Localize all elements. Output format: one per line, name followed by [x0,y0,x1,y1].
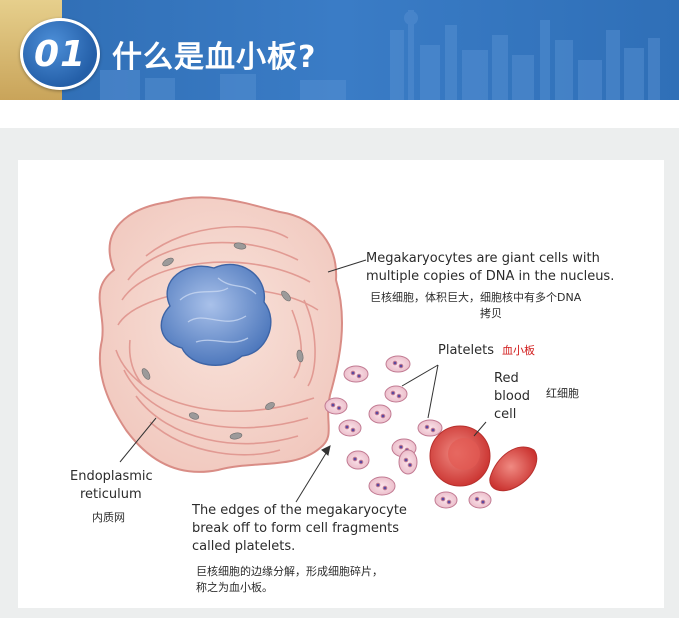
illustration-card: Megakaryocytes are giant cells with mult… [18,160,664,608]
edges-label-en-1: The edges of the megakaryocyte [192,502,407,520]
platelets-label-zh: 血小板 [502,343,535,359]
megakaryocyte-label-en-1: Megakaryocytes are giant cells with [366,250,600,268]
rbc-label-zh: 红细胞 [546,386,579,402]
platelets-label-en: Platelets [438,342,494,360]
section-number: 01 [34,34,86,75]
rbc-label-en-2: blood [494,388,530,406]
er-label-en-2: reticulum [80,486,142,504]
section-number-badge: 01 [20,18,100,90]
rbc-label-en-1: Red [494,370,519,388]
er-label-zh: 内质网 [92,510,125,526]
city-skyline-decoration [0,0,679,100]
edges-label-zh-1: 巨核细胞的边缘分解，形成细胞碎片， [196,564,383,580]
rbc-label-en-3: cell [494,406,516,424]
edges-label-en-3: called platelets. [192,538,295,556]
er-label-en-1: Endoplasmic [70,468,153,486]
edges-label-en-2: break off to form cell fragments [192,520,399,538]
red-blood-cells [430,426,537,491]
header-banner: 01 什么是血小板? [0,0,679,100]
page-title: 什么是血小板? [112,32,316,76]
edges-label-zh-2: 称之为血小板。 [196,580,273,596]
megakaryocyte-label-zh-1: 巨核细胞，体积巨大，细胞核中有多个DNA [370,290,581,306]
megakaryocyte-label-zh-2: 拷贝 [480,306,502,322]
megakaryocyte-diagram [18,160,664,608]
megakaryocyte-label-en-2: multiple copies of DNA in the nucleus. [366,268,614,286]
